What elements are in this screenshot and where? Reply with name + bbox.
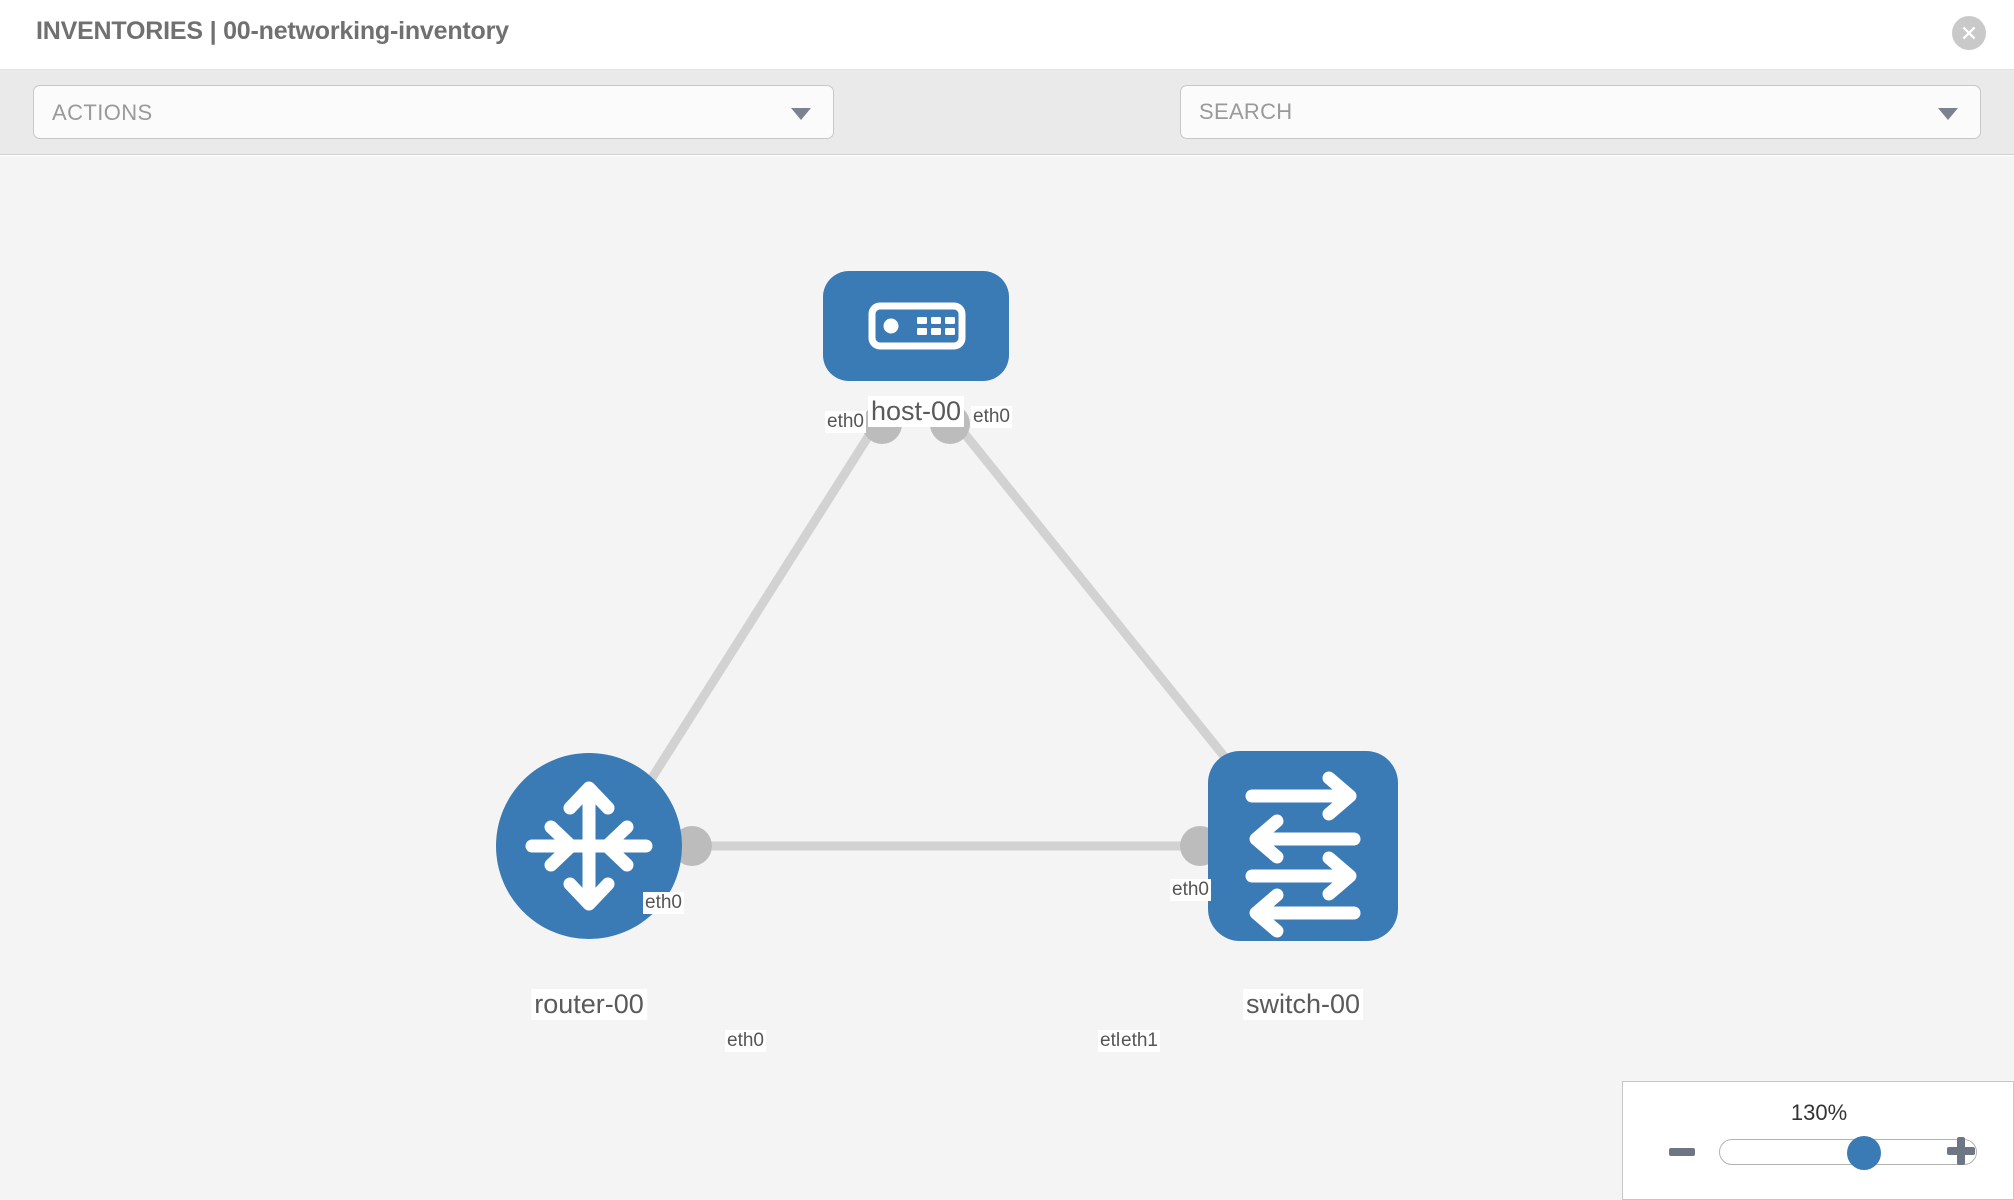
iface-label-router00-eth0-up: eth0 bbox=[643, 892, 684, 914]
switch-bidirectional-arrows-icon bbox=[1245, 771, 1361, 938]
topology-links bbox=[646, 415, 1252, 851]
toolbar: ACTIONS bbox=[0, 70, 2014, 203]
page-title: INVENTORIES | 00-networking-inventory bbox=[36, 17, 509, 45]
node-host-00[interactable] bbox=[823, 271, 1009, 381]
topology-graph bbox=[496, 271, 1398, 941]
connector-router00-right[interactable] bbox=[672, 826, 712, 866]
iface-label-host00-eth0-right: eth0 bbox=[971, 406, 1012, 428]
actions-dropdown-label: ACTIONS bbox=[52, 100, 153, 125]
zoom-control-panel: 130% bbox=[1622, 1081, 2014, 1200]
iface-label-switch00-eth1: eth1 bbox=[1119, 1030, 1160, 1052]
router-four-arrows-icon bbox=[525, 781, 653, 911]
actions-dropdown[interactable]: ACTIONS bbox=[33, 85, 834, 139]
server-device-icon bbox=[868, 302, 966, 350]
topology-canvas[interactable]: host-00 router-00 switch-00 eth0 eth0 et… bbox=[0, 156, 2014, 1200]
search-field-wrapper bbox=[1180, 85, 1981, 139]
node-label-host-00: host-00 bbox=[867, 396, 965, 427]
node-switch-00[interactable] bbox=[1208, 751, 1398, 941]
node-label-router-00: router-00 bbox=[531, 989, 647, 1020]
close-icon[interactable] bbox=[1952, 16, 1986, 50]
zoom-level-value: 130% bbox=[1790, 1100, 1848, 1125]
zoom-in-button[interactable] bbox=[1947, 1137, 1975, 1165]
chevron-down-icon bbox=[791, 108, 811, 120]
chevron-down-icon[interactable] bbox=[1938, 108, 1958, 120]
iface-label-switch00-eth0-up: eth0 bbox=[1170, 879, 1211, 901]
zoom-out-button[interactable] bbox=[1669, 1148, 1695, 1156]
search-input[interactable] bbox=[1199, 86, 1919, 138]
iface-label-host00-eth0-left: eth0 bbox=[825, 411, 866, 433]
page-header: INVENTORIES | 00-networking-inventory bbox=[0, 0, 2014, 70]
iface-label-router00-eth0-right: eth0 bbox=[725, 1030, 766, 1052]
link-host00-switch00[interactable] bbox=[948, 415, 1252, 789]
zoom-slider-thumb[interactable] bbox=[1846, 1136, 1881, 1170]
topology-connectors bbox=[672, 404, 1254, 866]
link-host00-router00[interactable] bbox=[646, 415, 884, 784]
node-router-00[interactable] bbox=[496, 753, 682, 939]
node-label-switch-00: switch-00 bbox=[1242, 989, 1364, 1020]
